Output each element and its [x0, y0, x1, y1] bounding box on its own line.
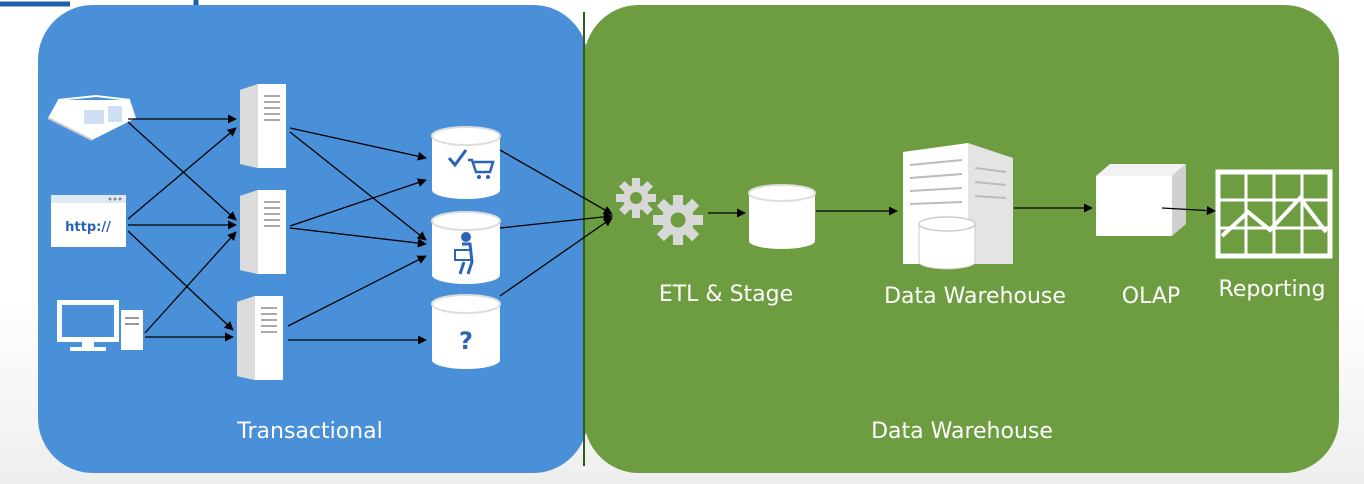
server-icon — [236, 295, 284, 381]
reporting-label: Reporting — [1219, 277, 1326, 302]
etl-stage-label: ETL & Stage — [659, 282, 793, 307]
unknown-database-icon — [431, 294, 501, 369]
warehouse-panel-label: Data Warehouse — [871, 419, 1053, 444]
transactional-arrows — [127, 114, 613, 345]
pipeline-arrows — [708, 203, 1216, 218]
unknown-symbol: ? — [459, 327, 473, 355]
shopping-database-icon — [431, 126, 501, 199]
web-browser-icon — [51, 195, 126, 247]
desktop-computer-icon — [57, 300, 143, 351]
staging-database-icon — [748, 184, 816, 249]
gear-icon — [616, 178, 656, 218]
reporting-chart-icon — [1215, 169, 1333, 259]
gear-icon — [653, 195, 703, 245]
data-warehouse-building-icon — [903, 143, 1013, 270]
olap-label: OLAP — [1122, 284, 1180, 309]
olap-cube-icon — [1096, 164, 1186, 236]
data-warehouse-label: Data Warehouse — [884, 284, 1066, 309]
store-building-icon — [47, 94, 136, 141]
transactional-label: Transactional — [236, 419, 382, 444]
shipping-database-icon — [431, 211, 501, 284]
server-icon — [239, 83, 287, 169]
server-icon — [239, 189, 287, 275]
http-label: http:// — [65, 220, 111, 235]
